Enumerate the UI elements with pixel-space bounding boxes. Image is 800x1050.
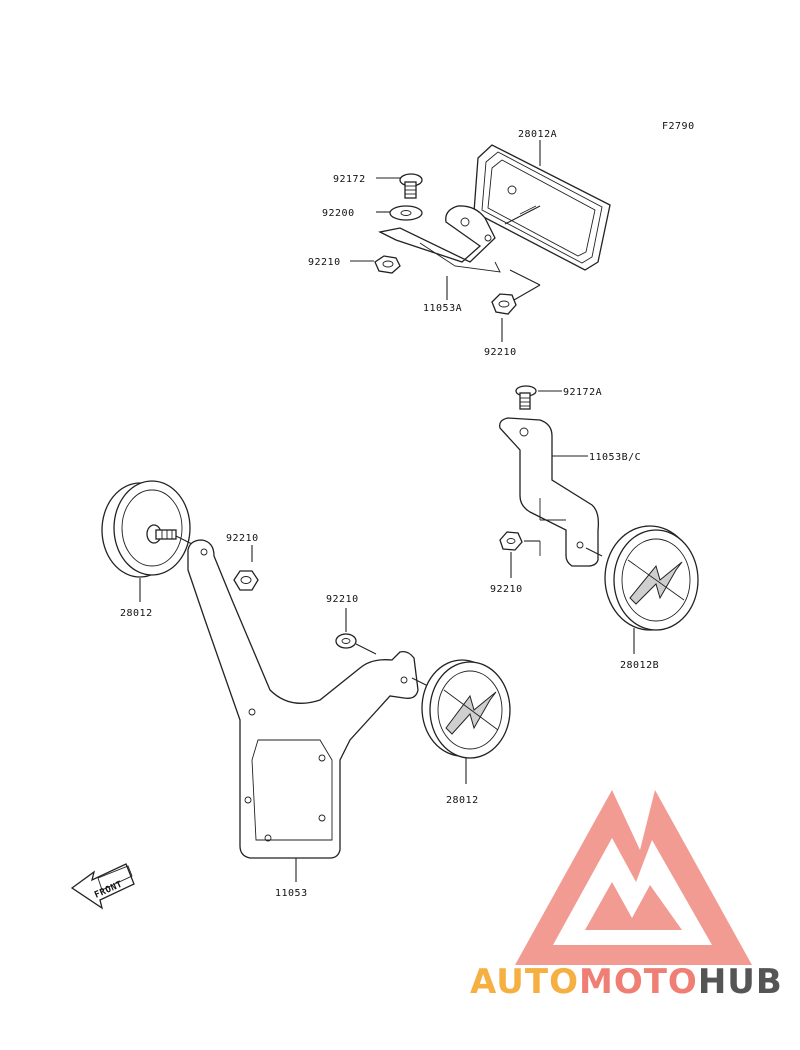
label-92210-right: 92210 bbox=[490, 584, 523, 595]
nut-92210-lower-left bbox=[233, 570, 259, 591]
reflector-28012-center bbox=[421, 659, 511, 759]
reflector-28012B bbox=[604, 525, 699, 631]
front-arrow-icon: FRONT bbox=[70, 863, 135, 910]
label-28012-left: 28012 bbox=[120, 608, 153, 619]
bracket-11053A bbox=[378, 205, 501, 273]
nut-92210-upper-center bbox=[491, 293, 517, 315]
label-28012-center: 28012 bbox=[446, 795, 479, 806]
label-92210-lower-left: 92210 bbox=[226, 533, 259, 544]
label-28012A: 28012A bbox=[518, 129, 557, 140]
label-11053BC: 11053B/C bbox=[589, 452, 641, 463]
label-92172A: 92172A bbox=[563, 387, 602, 398]
watermark-part1: AUTO bbox=[470, 962, 579, 1002]
washer-92200 bbox=[389, 205, 423, 221]
nut-92210-lower-center bbox=[335, 633, 357, 649]
reflector-28012A bbox=[473, 144, 611, 271]
reflector-28012-left bbox=[101, 480, 191, 578]
bolt-92172 bbox=[399, 173, 423, 199]
label-92172: 92172 bbox=[333, 174, 366, 185]
nut-92210-upper-left bbox=[374, 255, 401, 274]
label-92210-upper-left: 92210 bbox=[308, 257, 341, 268]
bolt-92172A bbox=[515, 385, 537, 410]
label-28012B: 28012B bbox=[620, 660, 659, 671]
watermark-text: AUTOMOTOHUB bbox=[470, 962, 783, 1002]
figure-code: F2790 bbox=[662, 121, 695, 132]
label-92200: 92200 bbox=[322, 208, 355, 219]
nut-92210-right bbox=[499, 531, 523, 551]
bracket-11053BC bbox=[499, 417, 600, 567]
label-92210-upper-center: 92210 bbox=[484, 347, 517, 358]
watermark-part2: MOTO bbox=[578, 962, 698, 1002]
label-11053A: 11053A bbox=[423, 303, 462, 314]
label-92210-lower-center: 92210 bbox=[326, 594, 359, 605]
bracket-11053 bbox=[187, 539, 419, 859]
watermark-logo-icon bbox=[515, 790, 752, 965]
watermark-part3: HUB bbox=[697, 962, 783, 1002]
label-11053: 11053 bbox=[275, 888, 308, 899]
